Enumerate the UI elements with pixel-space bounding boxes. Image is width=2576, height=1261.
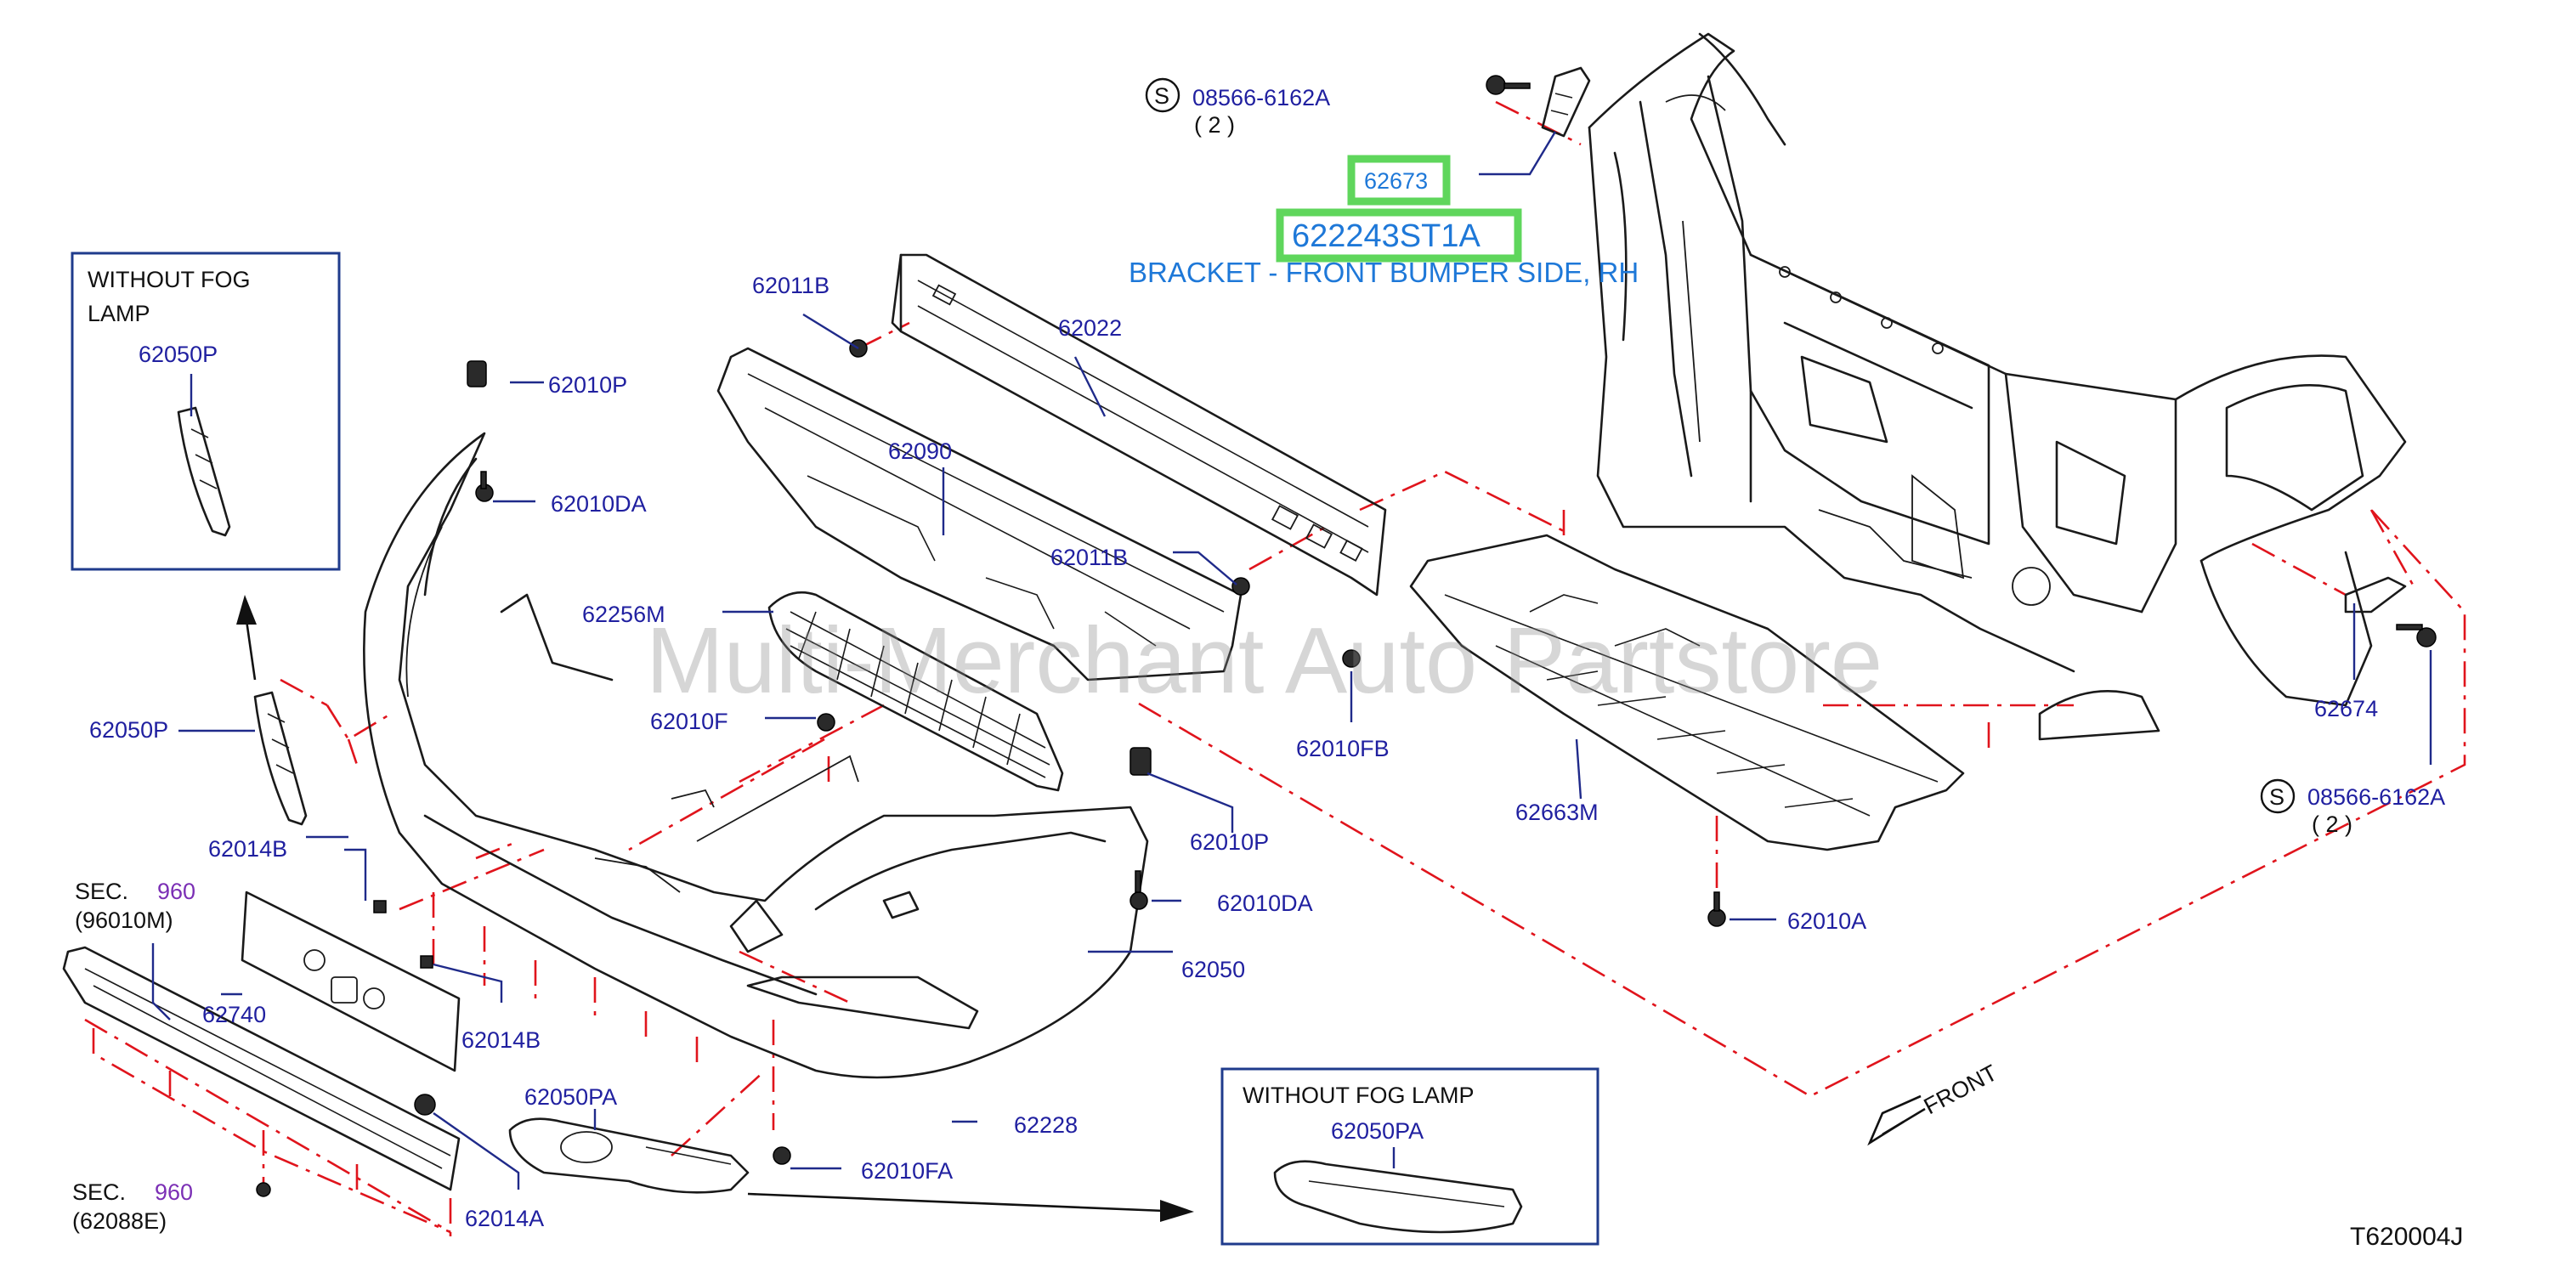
label-62010FB: 62010FB [1296,736,1390,761]
s-icon-letter: S [2269,784,2284,810]
label-62228: 62228 [1014,1112,1078,1138]
leader-lines [151,131,2432,1190]
part-62256M-grille [767,591,1064,792]
screw-part-right: 08566-6162A [2307,784,2445,810]
highlight-code-622243ST1A[interactable]: 622243ST1A [1292,218,1480,254]
label-62256M: 62256M [582,602,665,627]
label-62014B-bottom: 62014B [461,1027,541,1053]
vehicle-body-structure [1588,32,2407,741]
part-labels: 62011B 62022 62090 62011B 62010P 62010DA… [89,273,2378,1231]
screw-qty-top: ( 2 ) [1194,112,1235,138]
inset-bottom-title: WITHOUT FOG LAMP [1243,1083,1475,1108]
label-62050: 62050 [1181,957,1245,982]
label-62010P-right: 62010P [1190,829,1269,855]
sec-label-1: SEC. [75,879,128,904]
part-62674-bracket [2344,576,2407,614]
part-62050PA-fog-bezel [508,1117,750,1194]
part-62673-bracket [1541,66,1591,138]
part-62663M-undercover [1409,534,1965,851]
section-ref-62088E: SEC. 960 (62088E) [72,1179,193,1234]
screw-callout-top: S 08566-6162A ( 2 ) [1145,77,1330,138]
highlight-description: BRACKET - FRONT BUMPER SIDE, RH [1129,257,1639,288]
highlight-part-62673[interactable]: 62673 [1364,168,1428,194]
sec-label-2: SEC. [72,1179,126,1205]
label-inset-62050PA: 62050PA [1331,1118,1424,1144]
label-62010A: 62010A [1787,908,1866,934]
label-inset-62050P: 62050P [139,342,218,367]
label-62050PA: 62050PA [524,1084,617,1110]
inset-left-title-line1: WITHOUT FOG [88,267,250,292]
diagram-code: T620004J [2350,1223,2463,1251]
label-62011B-mid: 62011B [1050,545,1128,570]
label-62050P: 62050P [89,717,168,743]
s-icon-letter: S [1154,83,1169,109]
pointer-arrows [236,595,1926,1222]
assembly-guide-lines [84,100,2466,1236]
inset-62050PA-bezel-drawing [1273,1160,1523,1234]
watermark-text: Multi-Merchant Auto Partstore [646,608,1882,713]
label-62010F: 62010F [650,709,728,734]
inset-left-title-line2: LAMP [88,301,150,326]
part-62050-bumper-fascia [363,432,1149,1079]
inset-box-without-fog-lamp-bottom [1220,1067,1599,1246]
fasteners [256,75,2437,1197]
label-62014B-left: 62014B [208,836,287,862]
section-ref-96010M: SEC. 960 (96010M) [75,879,195,933]
part-62090-energy-absorber [716,347,1243,681]
label-62740: 62740 [202,1002,266,1027]
inset-box-without-fog-lamp-left [71,252,341,571]
s-circle-icon [1145,77,1180,113]
part-62050P-side-bracket [253,691,308,826]
front-direction-label: FRONT [1920,1060,2001,1119]
part-62022-reinforcement [891,253,1387,597]
screw-callout-right: S 08566-6162A ( 2 ) [2260,778,2445,837]
sec-number-2: 960 [155,1179,193,1205]
label-62022: 62022 [1058,315,1122,341]
inset-62050P-bracket-drawing [177,406,231,537]
label-62011B-top: 62011B [752,273,829,298]
screw-qty-right: ( 2 ) [2312,811,2352,837]
label-62010P-left: 62010P [548,372,627,398]
sec-ref-2: (62088E) [72,1208,167,1234]
label-62663M: 62663M [1515,800,1599,825]
label-62010DA-left: 62010DA [551,491,647,517]
label-62090: 62090 [888,438,952,464]
highlight-box-622243ST1A [1276,208,1522,263]
label-62674: 62674 [2314,696,2378,721]
s-circle-icon [2260,778,2296,814]
label-62010FA: 62010FA [861,1158,953,1184]
sec-ref-1: (96010M) [75,908,173,933]
sec-number-1: 960 [157,879,195,904]
label-62014A: 62014A [465,1206,544,1231]
screw-part-top: 08566-6162A [1192,85,1330,110]
highlight-box-62673 [1347,155,1451,206]
part-62740-lower-cover [62,891,461,1191]
label-62010DA-right: 62010DA [1217,891,1313,916]
